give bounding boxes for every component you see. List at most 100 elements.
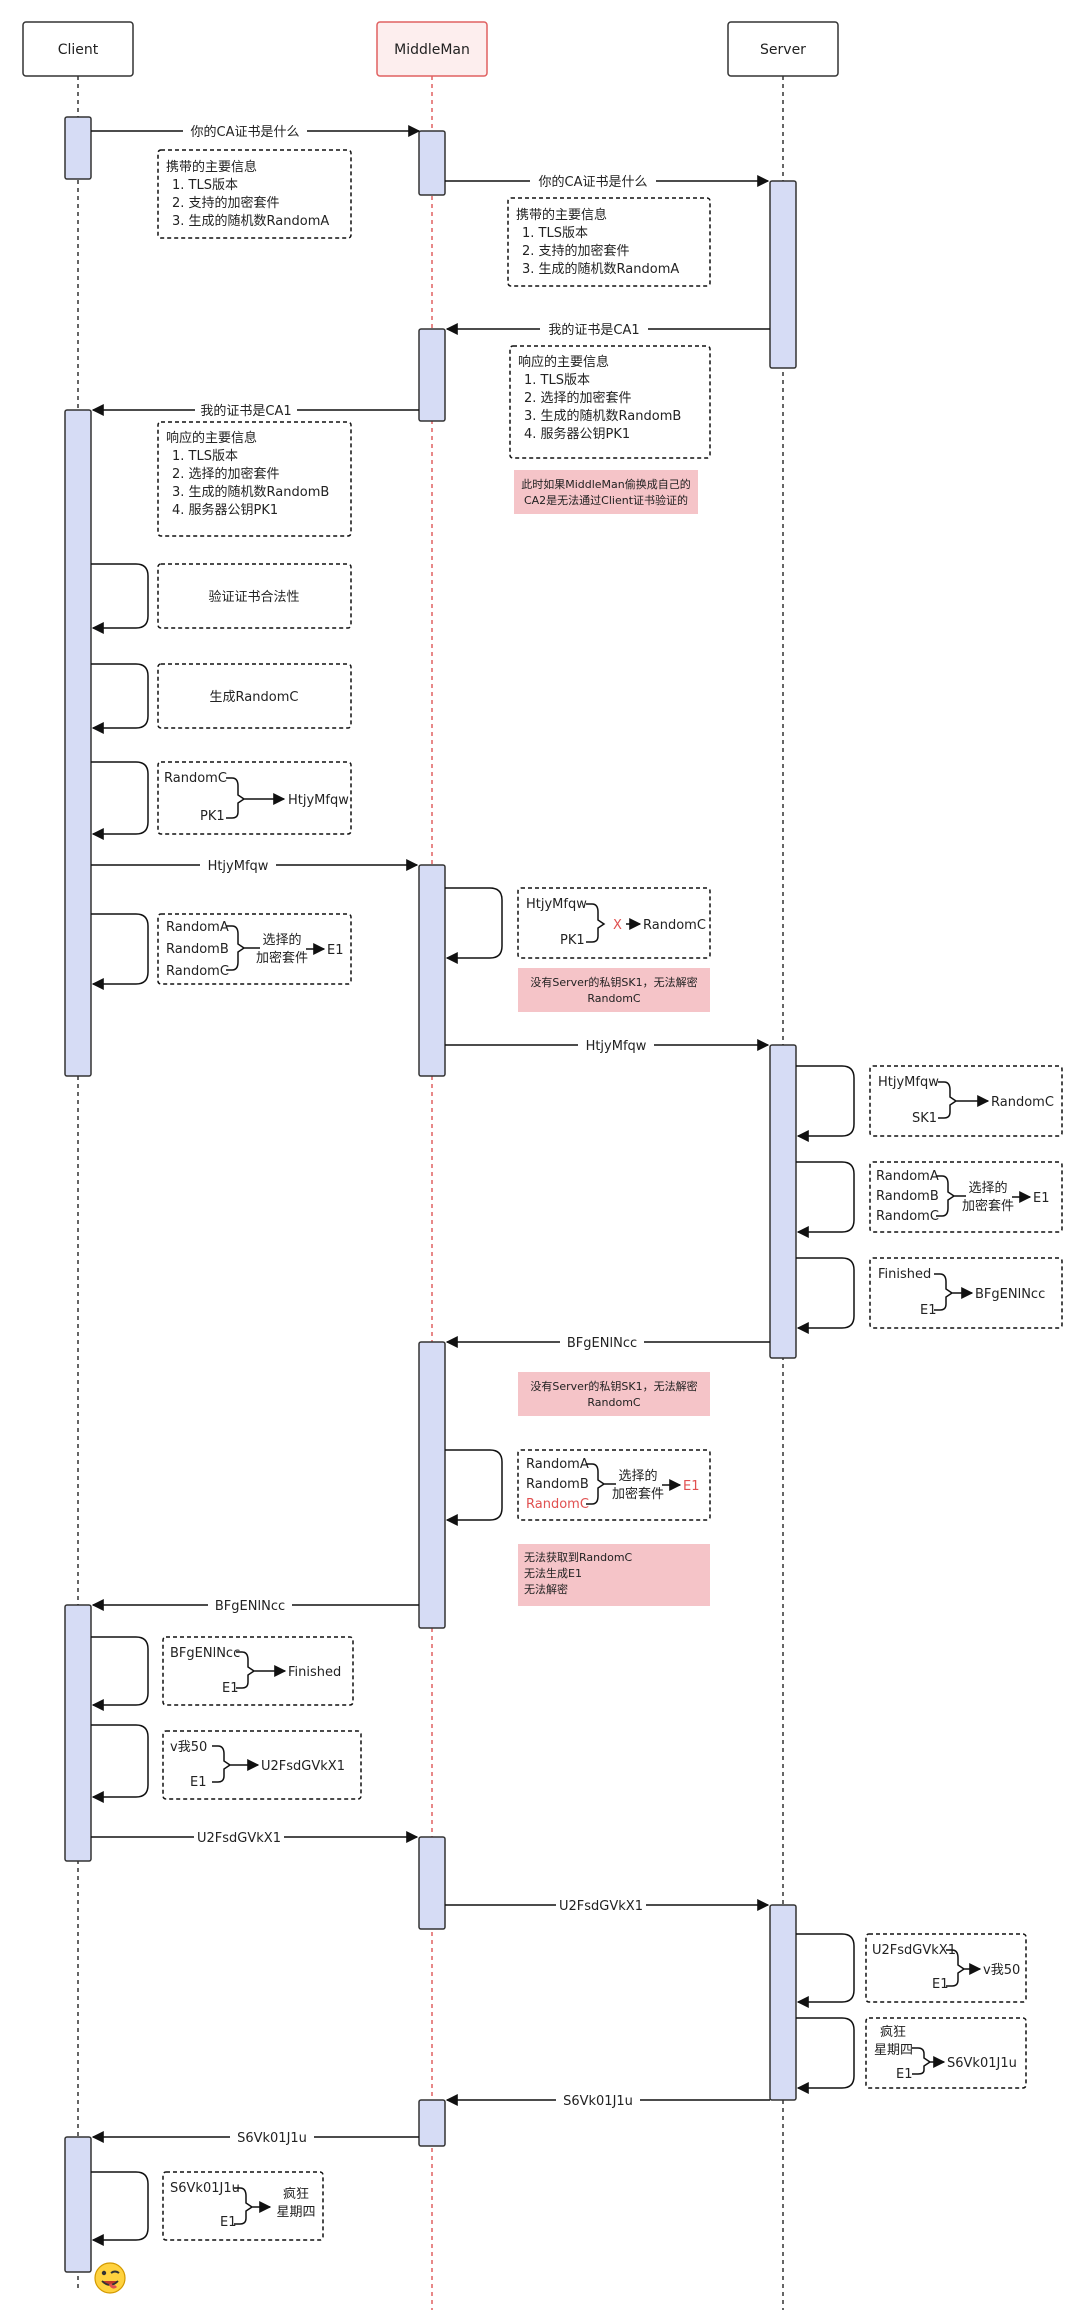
message-2-label: 你的CA证书是什么: [539, 174, 648, 190]
cli-fin-b: E1: [222, 1681, 239, 1696]
srv-e1-mid1: 选择的: [968, 1180, 1007, 1196]
srv-fin-a: Finished: [878, 1267, 931, 1282]
message-10-label: U2FsdGVkX1: [559, 1899, 643, 1914]
srv-e1-out: E1: [1033, 1191, 1050, 1206]
participant-server: Server: [727, 21, 839, 77]
self-loop-client-3: [91, 761, 149, 840]
carry2-l3: 3. 生成的随机数RandomA: [522, 261, 679, 277]
srv-fin-out: BFgENlNcc: [975, 1287, 1045, 1302]
resp1-l1: 1. TLS版本: [172, 449, 238, 464]
carry1-l1: 1. TLS版本: [172, 178, 238, 193]
carry1-l2: 2. 支持的加密套件: [172, 195, 280, 211]
self-loop-client-7: [91, 2171, 149, 2246]
participant-server-label: Server: [760, 42, 806, 58]
red-note-swap: [514, 470, 698, 514]
activation-server-3: [769, 1904, 797, 2101]
note-mm-e1: [517, 1449, 711, 1521]
activation-mm-3: [418, 864, 446, 1077]
self-loop-server-1: [796, 1065, 855, 1142]
client-e1-mid1: 选择的: [262, 932, 301, 948]
self-loop-server-2: [796, 1161, 855, 1238]
srv-dec-b: SK1: [912, 1111, 937, 1126]
client-e1-b: RandomB: [166, 942, 229, 957]
self-loop-client-5: [91, 1636, 149, 1711]
participant-middleman-label: MiddleMan: [394, 42, 470, 58]
client-e1-c: RandomC: [166, 964, 229, 979]
note-enc-c: [157, 761, 352, 835]
cli-dec-out2: 星期四: [276, 2205, 315, 2220]
note-carry-2: [507, 197, 711, 287]
srv-e1-c: RandomC: [876, 1209, 939, 1224]
srv-enc-b: E1: [896, 2067, 913, 2082]
message-9-label: U2FsdGVkX1: [197, 1831, 281, 1846]
self-loop-mm-1: [445, 887, 503, 964]
srv-dec2-out: v我50: [983, 1963, 1020, 1978]
note-client-e1: [157, 913, 352, 985]
note-mm-fail: [517, 887, 711, 959]
client-e1-mid2: 加密套件: [256, 950, 308, 966]
activation-client-4: [64, 2136, 92, 2273]
carry2-l2: 2. 支持的加密套件: [522, 243, 630, 259]
participant-middleman: MiddleMan: [376, 21, 488, 77]
mm-e1-mid2: 加密套件: [612, 1486, 664, 1502]
note-resp-2: [509, 345, 711, 459]
activation-client-3: [64, 1604, 92, 1862]
verify-text: 验证证书合法性: [208, 589, 299, 605]
resp1-l2: 2. 选择的加密套件: [172, 466, 280, 482]
resp1-title: 响应的主要信息: [166, 430, 257, 446]
srv-dec2-a: U2FsdGVkX1: [872, 1943, 956, 1958]
mm-e1-out: E1: [683, 1479, 700, 1494]
carry2-title: 携带的主要信息: [516, 207, 607, 223]
resp2-l1: 1. TLS版本: [524, 373, 590, 388]
srv-e1-b: RandomB: [876, 1189, 939, 1204]
mm-e1-mid1: 选择的: [618, 1468, 657, 1484]
activation-client-1: [64, 116, 92, 180]
activation-mm-5: [418, 1836, 446, 1930]
self-loop-client-1: [91, 563, 149, 634]
carry1-l3: 3. 生成的随机数RandomA: [172, 213, 329, 229]
message-4-label: 我的证书是CA1: [200, 403, 291, 419]
srv-enc-a1: 疯狂: [880, 2024, 906, 2040]
srv-enc-out: S6Vk01J1u: [947, 2056, 1017, 2071]
srv-enc-a2: 星期四: [874, 2043, 913, 2058]
resp2-l3: 3. 生成的随机数RandomB: [524, 408, 681, 424]
message-8-label: BFgENlNcc: [215, 1599, 285, 1614]
srv-e1-a: RandomA: [876, 1169, 939, 1184]
srv-dec-a: HtjyMfqw: [878, 1075, 939, 1090]
resp1-l3: 3. 生成的随机数RandomB: [172, 484, 329, 500]
client-e1-a: RandomA: [166, 920, 229, 935]
cli-enc-a: v我50: [170, 1740, 207, 1755]
no-sk1-a-l2: RandomC: [587, 992, 641, 1005]
self-loop-mm-2: [445, 1449, 503, 1526]
mm-fail-b: PK1: [560, 933, 585, 948]
message-5-label: HtjyMfqw: [208, 859, 269, 874]
activation-server-1: [769, 180, 797, 369]
red-note-no-sk1-a: [518, 968, 710, 1012]
self-loop-server-3: [796, 1257, 855, 1334]
mm-e1-c: RandomC: [526, 1497, 589, 1512]
enc-c-out: HtjyMfqw: [288, 793, 349, 808]
activation-mm-1: [418, 130, 446, 196]
red-note-no-sk1-b: [518, 1372, 710, 1416]
swap-l2: CA2是无法通过Client证书验证的: [524, 493, 688, 507]
message-1-label: 你的CA证书是什么: [191, 124, 300, 140]
enc-c-b: PK1: [200, 809, 225, 824]
message-12-label: S6Vk01J1u: [237, 2131, 307, 2146]
message-11-label: S6Vk01J1u: [563, 2094, 633, 2109]
mm-cant-l3: 无法解密: [524, 1582, 568, 1596]
note-srv-dec2: [865, 1933, 1027, 2003]
resp2-title: 响应的主要信息: [518, 354, 609, 370]
cli-enc-out: U2FsdGVkX1: [261, 1759, 345, 1774]
resp1-l4: 4. 服务器公钥PK1: [172, 502, 278, 518]
mm-fail-x: X: [613, 918, 622, 933]
no-sk1-b-l2: RandomC: [587, 1396, 641, 1409]
swap-l1: 此时如果MiddleMan偷换成自己的: [521, 477, 691, 491]
activation-client-2: [64, 409, 92, 1077]
self-loop-client-4: [91, 913, 149, 990]
participant-client-label: Client: [58, 42, 99, 58]
message-3-label: 我的证书是CA1: [548, 322, 639, 338]
self-loop-client-2: [91, 663, 149, 734]
carry2-l1: 1. TLS版本: [522, 226, 588, 241]
cli-fin-a: BFgENlNcc: [170, 1646, 240, 1661]
